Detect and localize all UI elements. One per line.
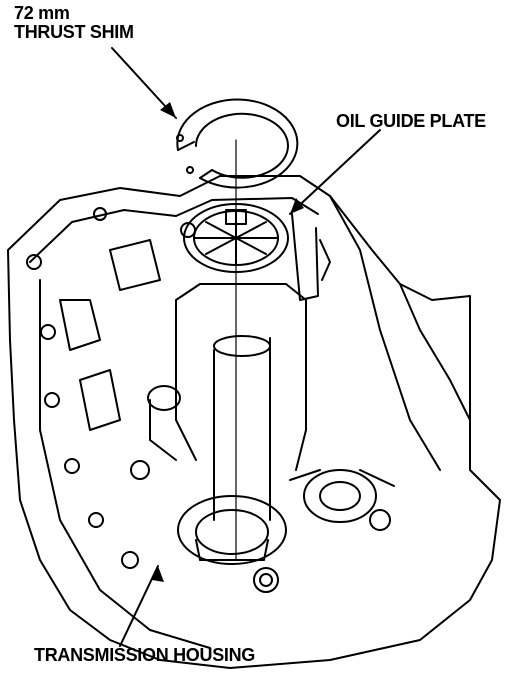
oil-guide-plate-leader — [289, 129, 381, 215]
bolt-hole — [253, 567, 279, 593]
shaft-column — [213, 337, 271, 521]
housing-arrowhead — [152, 566, 164, 582]
bolt-hole — [93, 207, 107, 221]
transmission-housing-label: TRANSMISSION HOUSING — [34, 645, 256, 665]
bolt-hole — [130, 460, 150, 480]
oil-guide-plate-arrowhead — [290, 198, 304, 214]
bolt-hole — [44, 392, 60, 408]
oil-guide-plate-label: OIL GUIDE PLATE — [336, 111, 486, 131]
thrust-shim-arrowhead — [160, 102, 176, 118]
bolt-hole — [369, 509, 391, 531]
bolt-hole — [259, 573, 273, 587]
thrust-shim-label: 72 mm THRUST SHIM — [14, 4, 134, 42]
bolt-hole — [88, 512, 104, 528]
thrust-shim-size: 72 mm — [14, 3, 70, 23]
housing-leader — [119, 565, 159, 647]
housing-flange-inner — [29, 197, 319, 263]
thrust-shim-name: THRUST SHIM — [14, 21, 134, 42]
bearing-bore — [177, 495, 287, 565]
bolt-hole — [64, 458, 80, 474]
bolt-hole — [40, 324, 56, 340]
bolt-hole — [26, 254, 42, 270]
transmission-housing-outline — [7, 175, 501, 669]
thrust-shim — [176, 98, 299, 189]
bolt-hole — [121, 551, 139, 569]
